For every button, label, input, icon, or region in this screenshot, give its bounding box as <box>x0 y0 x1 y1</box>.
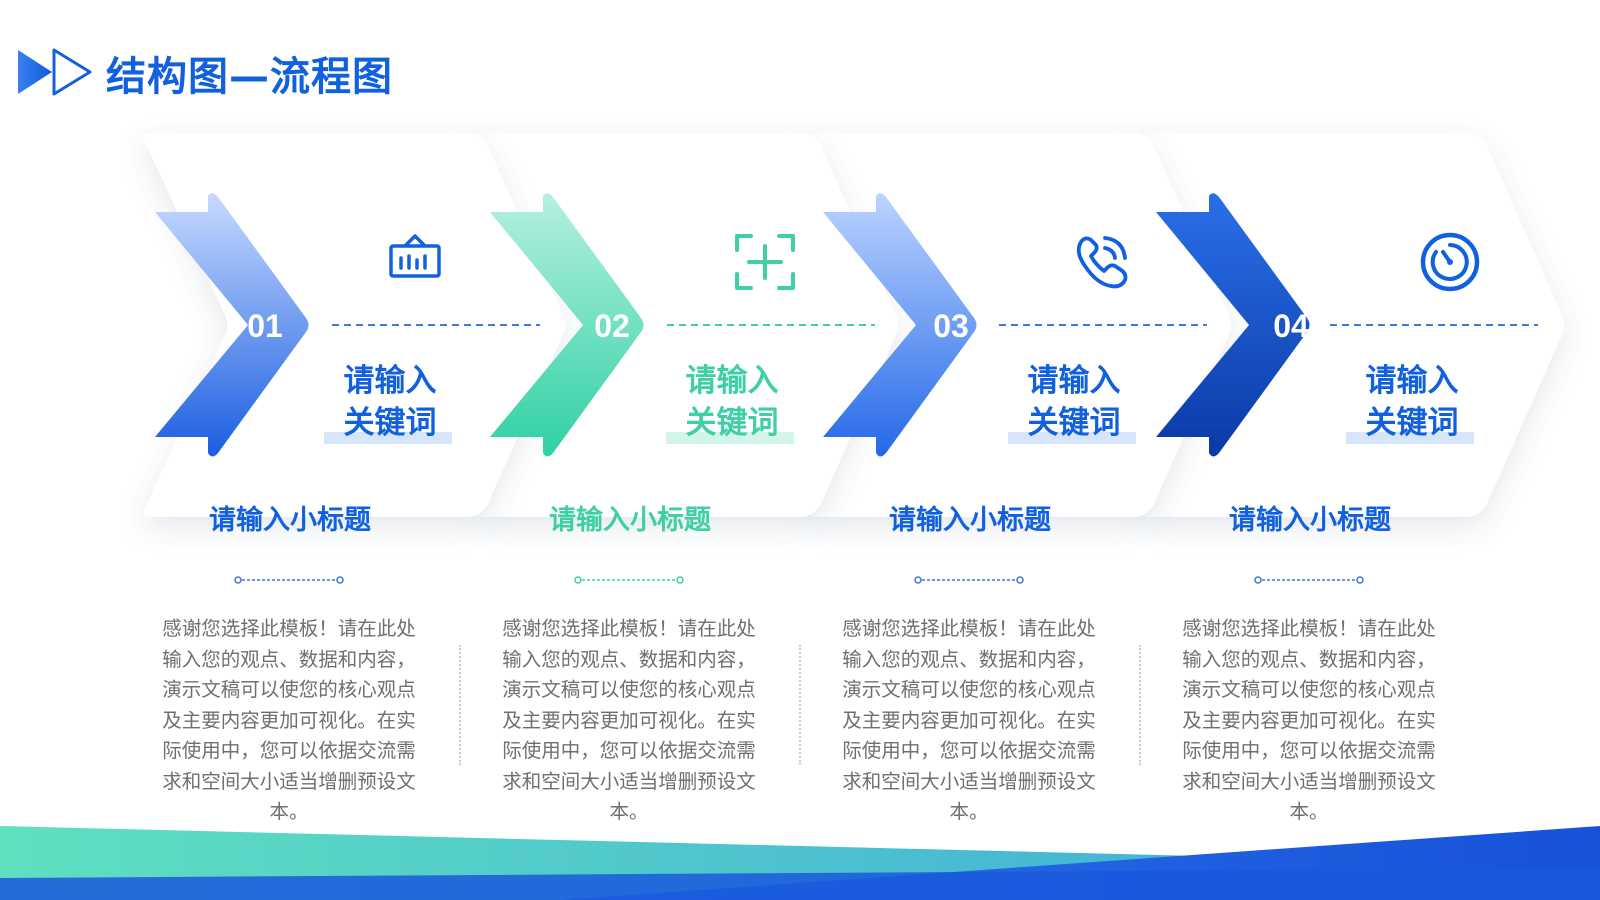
keyword-line: 请输入 <box>1027 363 1121 399</box>
keyword-line: 关键词 <box>343 405 437 441</box>
bottom-band-dark <box>0 868 1600 900</box>
keyword-line: 请输入 <box>685 363 779 399</box>
keyword-highlight <box>1346 432 1474 444</box>
keyword-block: 请输入 关键词 <box>1332 360 1492 444</box>
basket-icon <box>389 234 441 278</box>
step-number: 03 <box>933 308 969 344</box>
keyword-line: 关键词 <box>685 405 779 441</box>
column-divider <box>459 645 463 765</box>
phone-call-icon <box>1076 236 1128 289</box>
arrow-chevron-3 <box>823 193 977 457</box>
arrow-chevron-2 <box>490 193 644 457</box>
subtitle-divider <box>574 576 684 584</box>
keyword-highlight <box>1008 432 1136 444</box>
dial-gauge-icon <box>1420 232 1480 292</box>
keyword-line: 请输入 <box>343 363 437 399</box>
subtitle-divider <box>914 576 1024 584</box>
column-divider <box>799 645 803 765</box>
keyword-line: 关键词 <box>1365 405 1459 441</box>
keyword-line: 关键词 <box>1027 405 1121 441</box>
card-chevron-3 <box>809 133 1231 517</box>
step-number: 01 <box>247 308 283 344</box>
column-divider <box>1139 645 1143 765</box>
page-title: 结构图—流程图 <box>106 54 393 100</box>
step-subtitle: 请输入小标题 <box>1229 505 1391 536</box>
card-chevron-1 <box>143 133 565 517</box>
play-logo-icon <box>18 48 92 96</box>
step-body-text: 感谢您选择此模板！请在此处输入您的观点、数据和内容，演示文稿可以使您的核心观点及… <box>1182 617 1436 823</box>
arrow-chevron-1 <box>155 193 309 457</box>
card-chevron-2 <box>476 133 898 517</box>
step-subtitle: 请输入小标题 <box>209 505 371 536</box>
keyword-block: 请输入 关键词 <box>310 360 470 444</box>
step-number: 02 <box>594 308 630 344</box>
subtitle-divider <box>234 576 344 584</box>
step-number: 04 <box>1273 308 1309 344</box>
subtitle-divider <box>1254 576 1364 584</box>
focus-plus-icon <box>735 234 795 290</box>
step-body-text: 感谢您选择此模板！请在此处输入您的观点、数据和内容，演示文稿可以使您的核心观点及… <box>842 617 1096 823</box>
arrow-chevron-4 <box>1156 193 1310 457</box>
step-subtitle: 请输入小标题 <box>889 505 1051 536</box>
step-body-text: 感谢您选择此模板！请在此处输入您的观点、数据和内容，演示文稿可以使您的核心观点及… <box>162 617 416 823</box>
keyword-highlight <box>324 432 452 444</box>
keyword-block: 请输入 关键词 <box>994 360 1154 444</box>
step-body-text: 感谢您选择此模板！请在此处输入您的观点、数据和内容，演示文稿可以使您的核心观点及… <box>502 617 756 823</box>
keyword-highlight <box>666 432 794 444</box>
card-chevron-4 <box>1142 133 1564 517</box>
step-subtitle: 请输入小标题 <box>549 505 711 536</box>
keyword-block: 请输入 关键词 <box>652 360 812 444</box>
keyword-line: 请输入 <box>1365 363 1459 399</box>
